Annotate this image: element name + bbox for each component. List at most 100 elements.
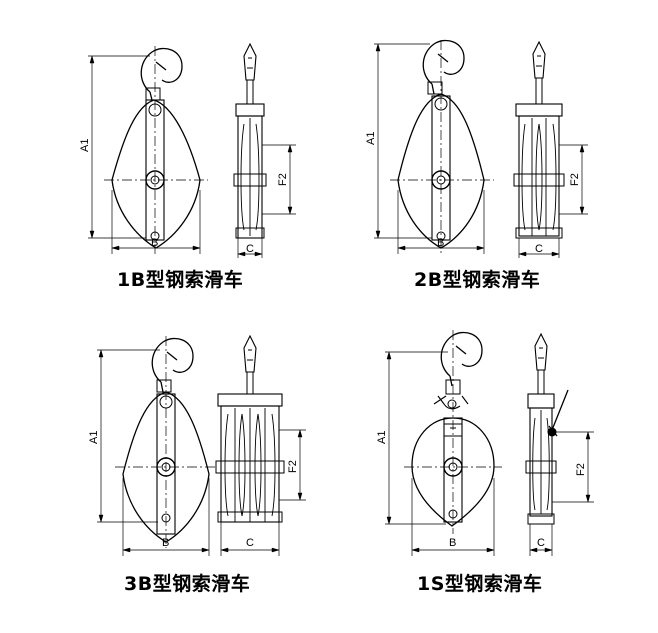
side-view-1s (525, 332, 594, 556)
dim-c-arrows (518, 251, 560, 257)
dim-label-f2: F2 (277, 173, 289, 186)
side-view-3b (215, 334, 306, 556)
hook-side-icon (243, 334, 257, 373)
side-plates (518, 115, 560, 237)
dim-c-arrows (237, 251, 263, 257)
hook-icon (151, 337, 194, 393)
sheave-grooves (224, 408, 276, 522)
front-view-1b (88, 46, 208, 256)
side-plates (529, 407, 553, 517)
dim-f2-line (279, 429, 306, 501)
caption-1b: 1B型钢索滑车 (117, 269, 244, 291)
dim-f2-line (262, 144, 296, 215)
dim-a1-line (385, 351, 448, 525)
front-view-3b (97, 336, 218, 556)
dim-label-c: C (537, 537, 545, 549)
dim-label-b: B (449, 537, 456, 549)
panel-3b: A1 B C F2 (88, 334, 306, 556)
axle-side (525, 460, 557, 474)
top-bracket (217, 393, 283, 407)
front-view-2b (374, 39, 494, 256)
dim-label-a1: A1 (79, 139, 91, 152)
dim-label-f2: F2 (569, 173, 581, 186)
axle-side (215, 460, 285, 474)
dim-f2-arrows (585, 431, 591, 503)
dim-a1-line (97, 349, 160, 523)
top-bracket (527, 393, 555, 409)
centerline (390, 40, 494, 256)
dim-label-f2: F2 (575, 463, 587, 476)
hook-icon (440, 331, 483, 387)
shackle-swivel (427, 81, 443, 95)
sheave-grooves (521, 118, 557, 236)
side-plate-outline (111, 99, 201, 249)
shank (535, 78, 543, 104)
shank (537, 370, 545, 394)
hook-side-icon (243, 42, 257, 81)
caption-1s: 1S型钢索滑车 (417, 573, 543, 595)
dim-f2-arrows (297, 429, 303, 501)
dim-a1-arrows (89, 55, 95, 239)
dim-b-line (111, 190, 201, 254)
panel-2b: A1 B C F2 (365, 39, 588, 258)
dim-c-arrows (220, 547, 280, 553)
caption-2b: 2B型钢索滑车 (414, 269, 541, 291)
centerline (404, 330, 502, 534)
dim-label-b: B (151, 237, 158, 249)
dim-a1-line (88, 55, 150, 239)
shackle-swivel (445, 379, 461, 395)
side-view-1b (233, 42, 296, 258)
dim-f2-arrows (579, 144, 585, 215)
shank (246, 372, 254, 394)
dim-f2-line (559, 144, 588, 215)
bottom-bracket (217, 511, 283, 523)
bottom-bracket (235, 227, 265, 239)
sheave-groove (532, 410, 550, 514)
dim-a1-arrows (375, 43, 381, 239)
dim-label-f2: F2 (287, 460, 299, 473)
dim-label-c: C (535, 243, 543, 255)
dim-a1-arrows (386, 351, 392, 525)
dim-label-a1: A1 (365, 132, 377, 145)
bottom-bracket (527, 513, 555, 525)
dim-label-a1: A1 (376, 431, 388, 444)
sheave-groove (240, 118, 260, 236)
axle-side (233, 173, 267, 187)
dim-b-arrows (411, 547, 495, 553)
top-bracket (235, 103, 265, 117)
dim-a1-line (374, 43, 432, 239)
dim-label-b: B (437, 237, 444, 249)
caption-3b: 3B型钢索滑车 (124, 573, 251, 595)
dim-b-arrows (122, 547, 210, 553)
dim-c-line (220, 522, 280, 556)
dim-label-c: C (246, 243, 254, 255)
hook-side-icon (532, 40, 546, 79)
dim-label-b: B (162, 537, 169, 549)
latch-pin (447, 399, 457, 409)
dim-f2-arrows (287, 144, 293, 215)
hook-icon (140, 47, 183, 101)
top-bracket (515, 103, 563, 117)
hook-icon (422, 39, 465, 95)
latch-lever-icon (433, 395, 469, 410)
front-view-1s (385, 330, 502, 556)
panel-1b: A1 B C F2 (79, 42, 296, 258)
side-plate-outline (411, 417, 495, 527)
panel-1s: A1 B C F2 (376, 330, 594, 556)
centerline (115, 336, 218, 548)
shackle-swivel (156, 379, 172, 393)
shank (246, 80, 254, 104)
bottom-bracket (515, 227, 563, 239)
dim-b-line (122, 478, 210, 556)
hook-side-icon (534, 332, 548, 371)
axle-side (513, 173, 565, 187)
dim-f2-line (552, 431, 594, 503)
dim-b-line (411, 478, 495, 556)
dim-a1-arrows (98, 349, 104, 523)
dim-b-arrows (111, 245, 201, 251)
dim-b-arrows (397, 245, 485, 251)
dim-label-c: C (246, 537, 254, 549)
side-view-2b (513, 40, 588, 258)
dim-b-line (397, 190, 485, 254)
